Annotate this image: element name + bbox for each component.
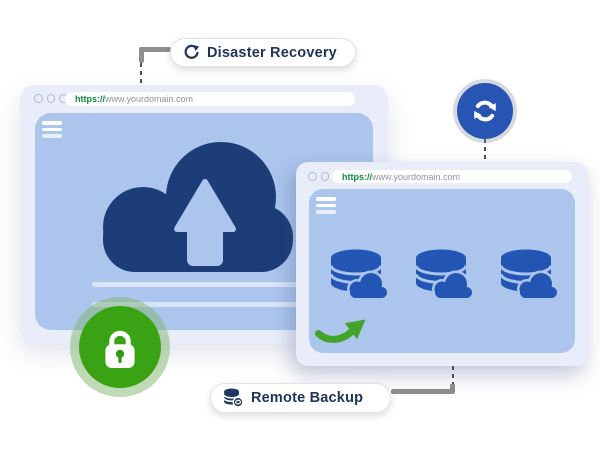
url-host: www.yourdomain.com <box>105 94 194 104</box>
database-sync-icon <box>223 388 244 408</box>
connector-bottom-dashed <box>452 366 454 384</box>
menu-icon[interactable] <box>316 197 336 214</box>
refresh-icon <box>184 44 200 59</box>
connector-top-horizontal <box>139 47 171 52</box>
text-placeholder-line <box>92 302 298 307</box>
database-cloud-icon <box>329 249 390 298</box>
pill-label: Disaster Recovery <box>207 44 337 61</box>
url-scheme: https:// <box>342 171 372 182</box>
pill-label: Remote Backup <box>251 390 364 406</box>
browser-window-secondary: https://www.yourdomain.com <box>296 162 588 366</box>
database-cloud-icon <box>499 249 560 298</box>
connector-bottom-horizontal <box>391 389 455 394</box>
text-placeholder-line <box>92 282 298 287</box>
menu-icon[interactable] <box>42 121 62 138</box>
address-bar[interactable]: https://www.yourdomain.com <box>65 92 355 106</box>
disaster-recovery-pill[interactable]: Disaster Recovery <box>170 38 356 67</box>
window-header: https://www.yourdomain.com <box>20 85 388 113</box>
security-badge-halo <box>70 297 170 397</box>
database-cloud-icon <box>414 249 475 298</box>
connector-sync-dashed <box>484 139 486 162</box>
sync-badge <box>457 83 513 139</box>
growth-arrow-icon <box>314 311 367 343</box>
connector-top-dashed <box>140 63 142 85</box>
connector-top-vertical <box>139 47 144 63</box>
window-header: https://www.yourdomain.com <box>296 162 588 190</box>
window-control-dots <box>34 94 68 103</box>
database-cloud-row <box>329 248 561 298</box>
cloud-upload-icon <box>93 137 303 272</box>
url-scheme: https:// <box>75 94 105 104</box>
window-content <box>309 189 575 353</box>
sync-icon <box>474 100 496 122</box>
remote-backup-pill[interactable]: Remote Backup <box>210 383 391 413</box>
address-bar[interactable]: https://www.yourdomain.com <box>332 170 572 183</box>
connector-bottom-vertical <box>450 384 455 392</box>
lock-icon <box>105 330 135 368</box>
security-badge <box>79 306 161 388</box>
url-host: www.yourdomain.com <box>372 171 461 182</box>
